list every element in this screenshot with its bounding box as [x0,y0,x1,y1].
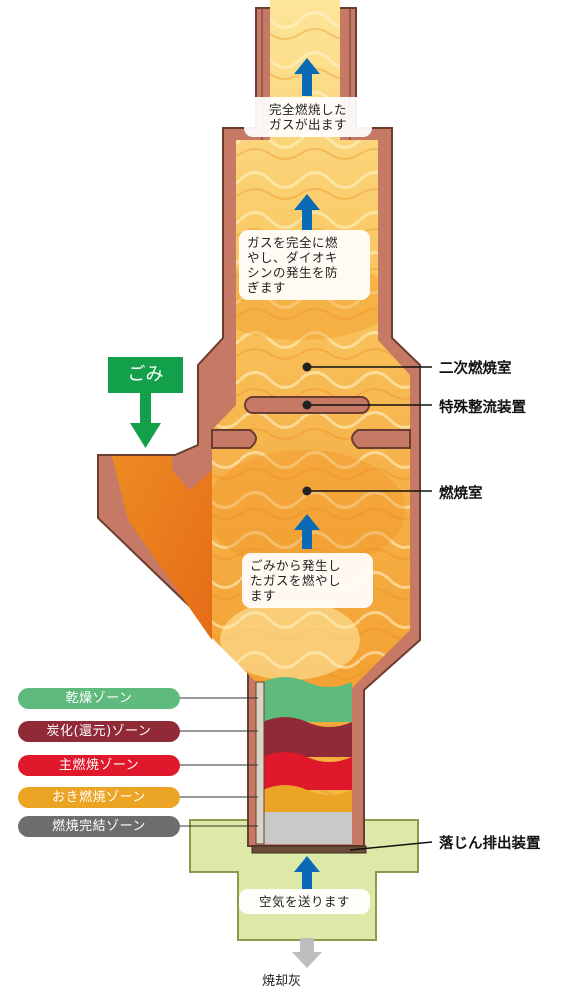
callout-top: 完全燃焼した ガスが出ます [244,97,372,137]
zone-ember-combustion: おき燃焼ゾーン [18,787,180,808]
label-flow-device: 特殊整流装置 [439,400,526,416]
zone-carbonization: 炭化(還元)ゾーン [18,721,180,742]
zone-completion: 燃焼完結ゾーン [18,816,180,837]
grate-zones [255,677,352,845]
gomi-arrow [108,357,183,448]
callout-air: 空気を送ります [239,889,370,914]
ash-label: 焼却灰 [262,974,302,989]
ash-arrow [292,938,322,968]
ash-discharge-device [251,845,367,854]
label-secondary-chamber: 二次燃焼室 [439,361,512,377]
label-ash-device: 落じん排出装置 [439,836,541,852]
zone-main-combustion: 主燃焼ゾーン [18,755,180,776]
zone-drying: 乾燥ゾーン [18,688,180,709]
label-combustion-chamber: 燃焼室 [439,486,483,502]
callout-secondary: ガスを完全に燃 やし、ダイオキ シンの発生を防 ぎます [239,230,370,300]
gomi-label: ごみ [127,364,164,385]
airflow-arrows [294,58,320,890]
callout-primary: ごみから発生し たガスを燃やし ます [242,553,373,608]
waste-hopper [112,456,212,640]
